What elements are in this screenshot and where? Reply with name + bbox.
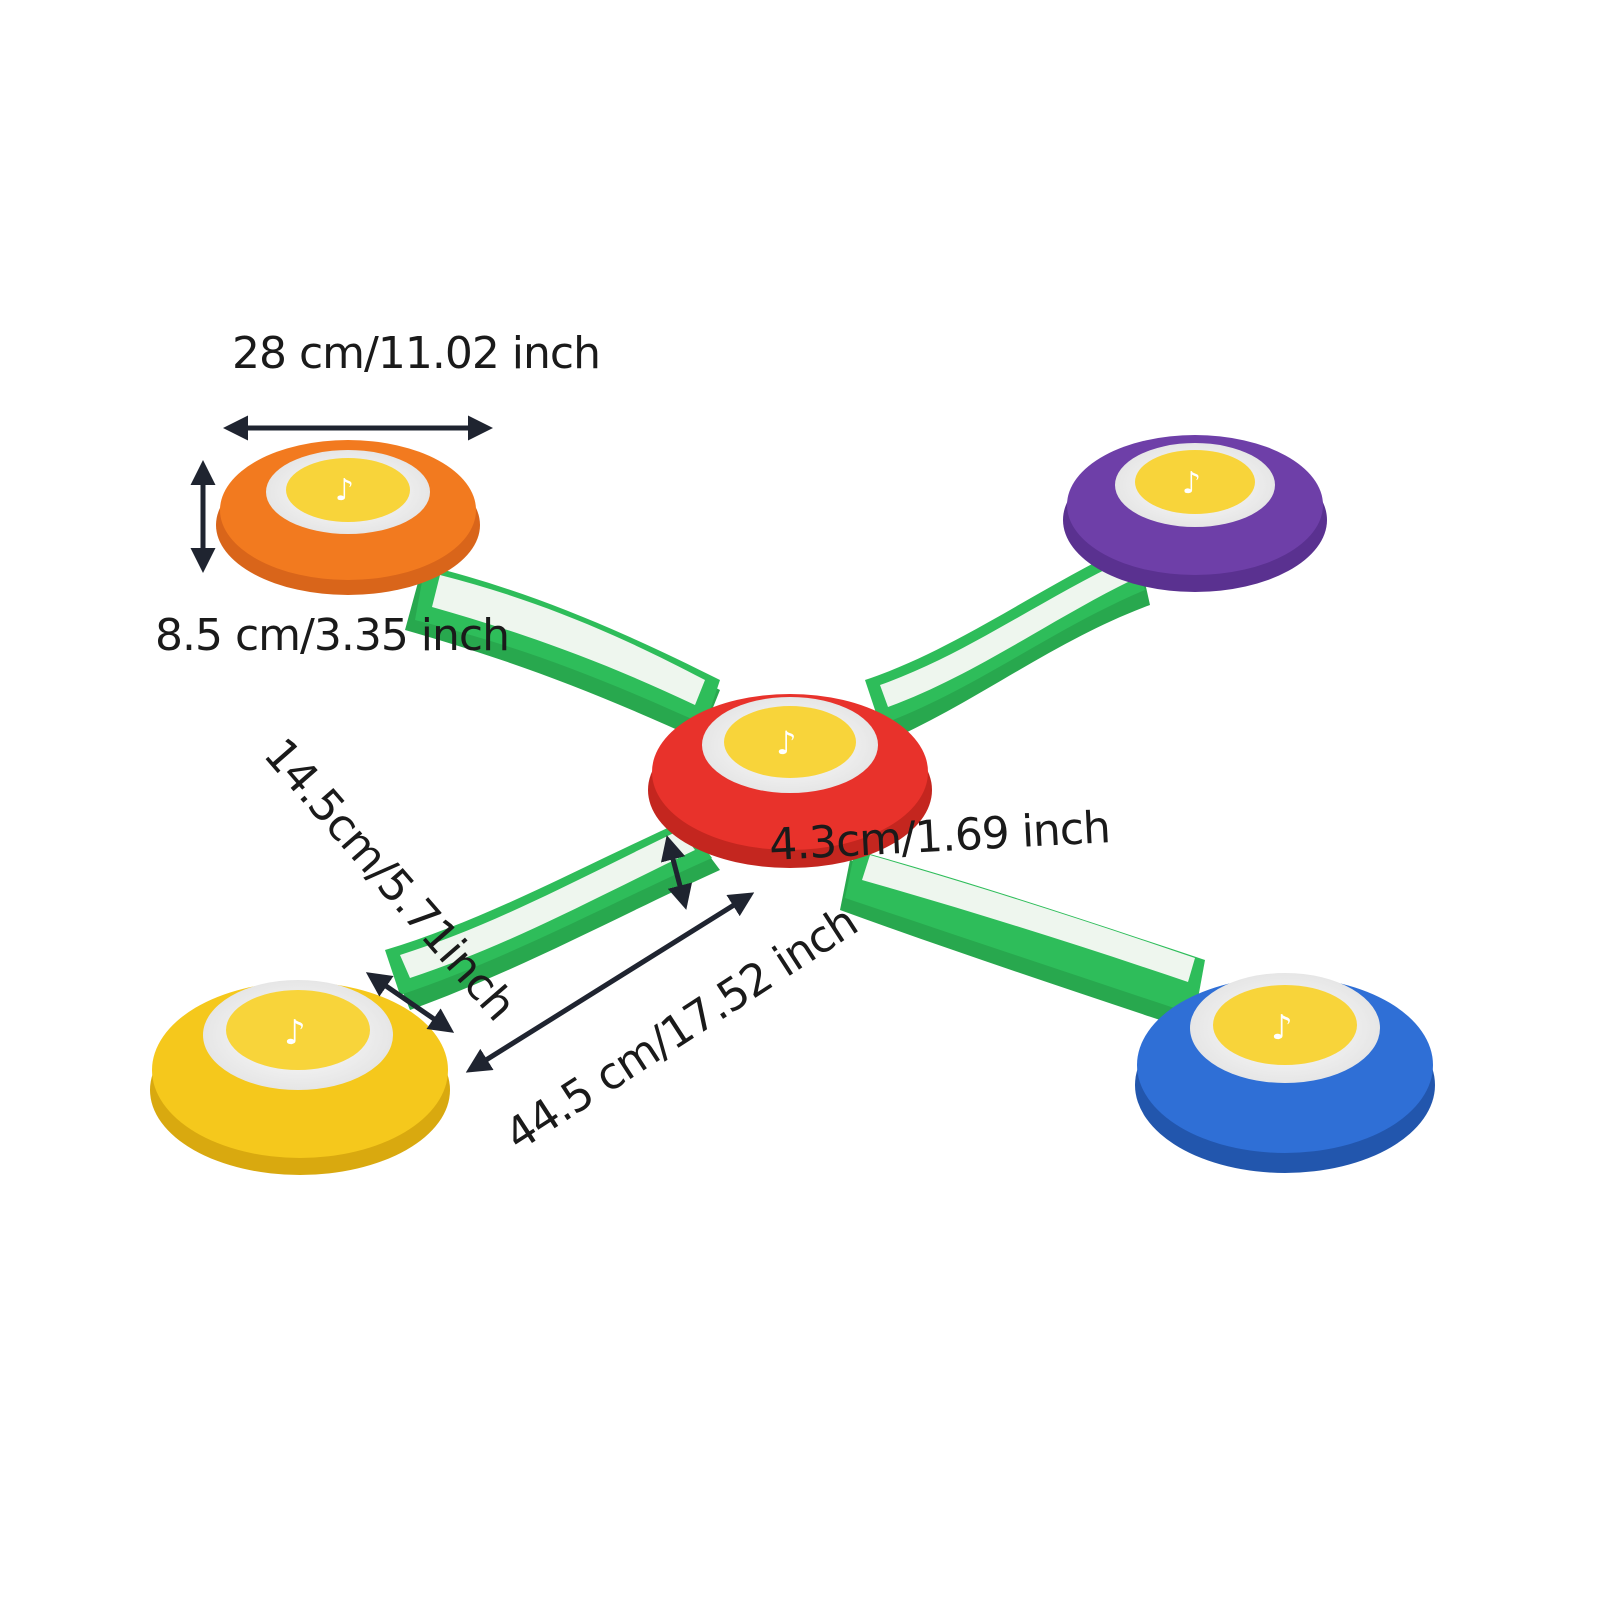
yellow-pad: ♪ [150, 980, 450, 1175]
music-note-icon: ♪ [776, 724, 796, 762]
bridge-width-arrow [365, 972, 455, 1033]
music-note-icon: ♪ [1182, 466, 1201, 501]
blue-pad: ♪ [1135, 973, 1435, 1173]
music-note-icon: ♪ [335, 473, 354, 508]
orange-pad: ♪ [216, 440, 480, 595]
purple-pad: ♪ [1063, 435, 1327, 592]
music-note-icon: ♪ [284, 1013, 306, 1053]
pad-width-label: 28 cm/11.02 inch [232, 328, 600, 379]
bridge-bottom-right [840, 850, 1205, 1030]
bridge-top-left [405, 565, 720, 740]
bridge-top-right [865, 545, 1150, 740]
red-pad-center: ♪ [648, 694, 932, 868]
music-note-icon: ♪ [1271, 1008, 1293, 1048]
pad-height-label: 8.5 cm/3.35 inch [155, 610, 509, 661]
bridge-length-arrow [465, 892, 755, 1073]
